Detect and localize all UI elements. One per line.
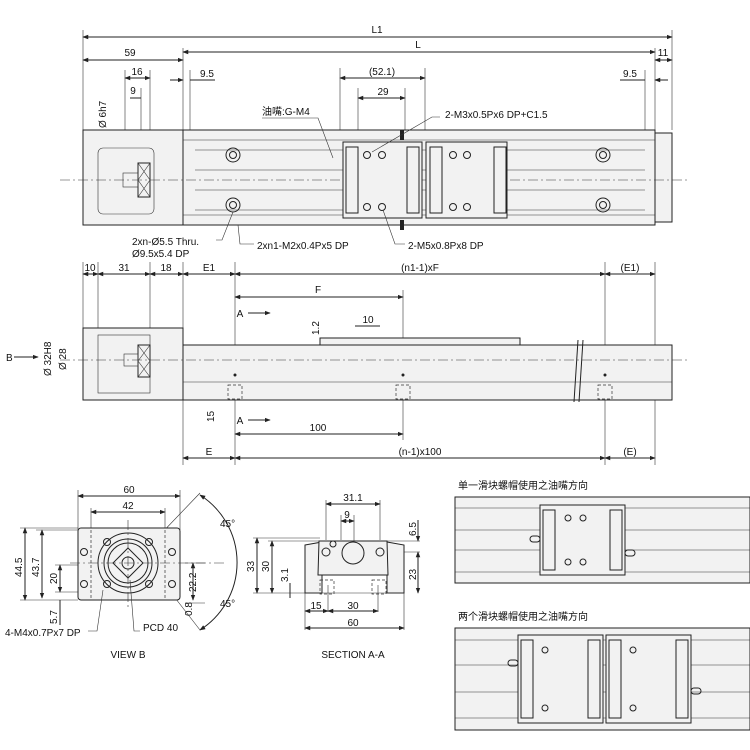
dim-31: 31	[118, 263, 130, 274]
dim-L1: L1	[371, 25, 383, 36]
dim-59: 59	[124, 48, 136, 59]
dim-60: 60	[347, 618, 359, 629]
carriage-blocks	[342, 130, 508, 230]
callout-m5-tap: 2-M5x0.8Px8 DP	[408, 241, 484, 252]
view-b-title: VIEW B	[110, 650, 145, 661]
dim-10: 10	[84, 263, 96, 274]
side-view: 10 31 18 E1 (n1-1)xF (E1) F 10 1.2 15 10…	[6, 262, 690, 465]
dim-n1-F: (n1-1)xF	[401, 263, 439, 274]
dim-9: 9	[344, 510, 350, 521]
dim-6-5: 6.5	[408, 522, 419, 536]
dim-22-2: 22.2	[188, 572, 199, 592]
section-mark-a-bottom: A	[237, 416, 244, 427]
view-mark-b: B	[6, 353, 13, 364]
dim-11: 11	[658, 48, 669, 59]
section-mark-a-top: A	[237, 309, 244, 320]
angle-45-bottom: 45°	[220, 599, 235, 610]
dim-F: F	[315, 285, 321, 296]
dim-9-5-right: 9.5	[623, 69, 637, 80]
top-view: L1 L 11 59 16 9 9.5 (52.1) 29 9.5 Ø 6h7	[60, 25, 690, 260]
dim-20: 20	[49, 572, 60, 584]
callout-counterbore: Ø9.5x5.4 DP	[132, 249, 190, 260]
dim-15: 15	[310, 601, 322, 612]
double-carriage-title: 两个滑块螺帽使用之油嘴方向	[458, 610, 588, 623]
callout-m4-tap: 4-M4x0.7Px7 DP	[5, 628, 81, 639]
dim-29: 29	[377, 87, 389, 98]
rail-side	[182, 344, 673, 401]
dim-0-8: 0.8	[184, 602, 195, 616]
motor-flange	[82, 129, 184, 226]
dim-28: Ø 28	[58, 348, 69, 370]
dim-L: L	[415, 40, 421, 51]
dim-E1-right: (E1)	[621, 263, 640, 274]
dim-9: 9	[130, 86, 136, 97]
motor-side	[82, 327, 184, 401]
dim-100: 100	[310, 423, 327, 434]
dim-9-5-left: 9.5	[200, 69, 214, 80]
angle-45-top: 45°	[220, 519, 235, 530]
dim-10-pitch: 10	[362, 315, 374, 326]
callout-m3-tap: 2-M3x0.5Px6 DP+C1.5	[445, 110, 548, 121]
carriage-side	[319, 337, 521, 346]
dim-60: 60	[123, 485, 135, 496]
dim-30-bottom: 30	[347, 601, 359, 612]
dim-31-1: 31.1	[343, 493, 363, 504]
dim-44-5: 44.5	[14, 557, 25, 577]
callout-grease-nipple: 油嘴:G-M4	[262, 105, 310, 118]
dim-15: 15	[206, 410, 217, 422]
dim-43-7: 43.7	[31, 557, 42, 577]
dim-5-7: 5.7	[49, 610, 60, 624]
callout-thru-hole: 2xn-Ø5.5 Thru.	[132, 237, 199, 248]
view-b: 60 42 44.5 43.7 20 5.7 22.2 0.8 45° 45° …	[5, 485, 238, 661]
dim-33: 33	[246, 560, 257, 572]
section-a-a: 31.1 9 6.5 33 30 3.1 23 15 30 60 SECTION…	[246, 493, 421, 661]
single-carriage-title: 单一滑块螺帽使用之油嘴方向	[458, 479, 588, 492]
dim-30: 30	[261, 560, 272, 572]
double-carriage-panel: 两个滑块螺帽使用之油嘴方向	[454, 610, 750, 731]
section-a-a-title: SECTION A-A	[321, 650, 385, 661]
mount-holes	[225, 147, 611, 213]
dim-1-2: 1.2	[311, 321, 322, 335]
dim-E-right: (E)	[623, 447, 636, 458]
dim-52-1: (52.1)	[369, 67, 395, 78]
dim-16: 16	[131, 67, 143, 78]
dim-n-100: (n-1)x100	[399, 447, 442, 458]
dim-23: 23	[408, 568, 419, 580]
dim-18: 18	[160, 263, 172, 274]
single-carriage-panel: 单一滑块螺帽使用之油嘴方向	[454, 479, 750, 584]
callout-m2-tap: 2xn1-M2x0.4Px5 DP	[257, 241, 349, 252]
dim-E1: E1	[203, 263, 216, 274]
dim-3-1: 3.1	[280, 568, 291, 582]
dim-42: 42	[122, 501, 134, 512]
dim-shaft-dia: Ø 6h7	[98, 100, 109, 128]
dim-bore-32h8: Ø 32H8	[43, 341, 54, 376]
callout-pcd-40: PCD 40	[143, 623, 178, 634]
dim-E: E	[206, 447, 213, 458]
